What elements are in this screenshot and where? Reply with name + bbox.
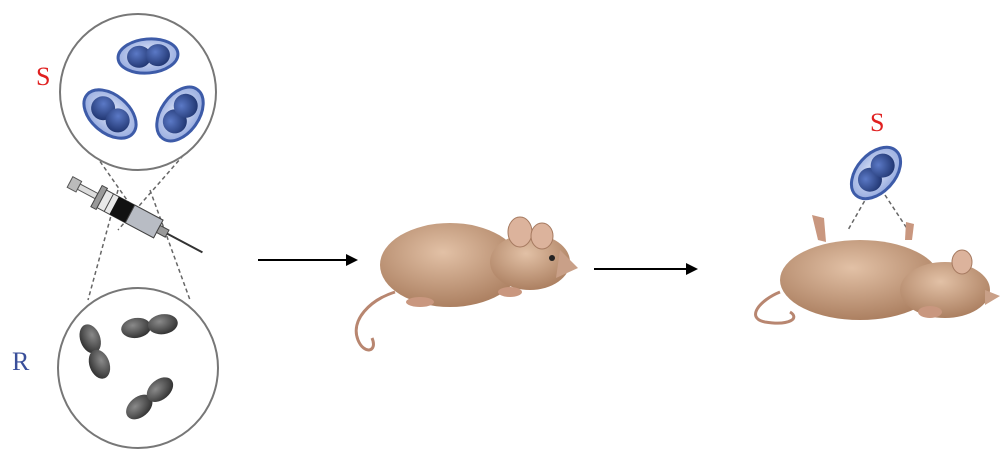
smooth-strain-circle (60, 14, 216, 170)
live-mouse-icon (356, 217, 578, 350)
recovered-cone-lines (848, 195, 908, 230)
dead-mouse-icon (756, 215, 1000, 323)
rough-strain-circle (58, 288, 218, 448)
recovered-capsule-cell (842, 138, 910, 208)
syringe-icon (64, 171, 208, 263)
